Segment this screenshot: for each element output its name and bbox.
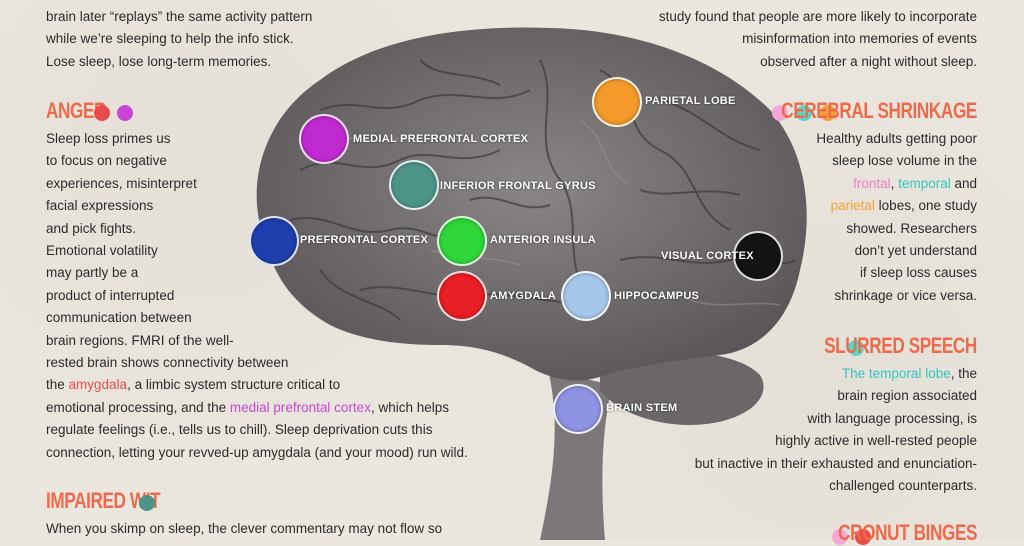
shrinkage-line-3: frontal, temporal and (816, 173, 977, 195)
amygdala-highlight: amygdala (68, 377, 128, 393)
cerebellum-shape (600, 352, 764, 425)
slurred-line-6: challenged counterparts. (829, 478, 977, 494)
shrinkage-dot-orange (820, 105, 836, 121)
anger-text: Sleep loss primes us to focus on negativ… (46, 128, 468, 464)
anger-line-8: product of interrupted (46, 287, 175, 303)
anger-line-11: rested brain shows connectivity between (46, 355, 289, 371)
anger-line-3: experiences, misinterpret (46, 175, 197, 191)
anger-l13-pre: emotional processing, and the (46, 399, 230, 415)
parietal-highlight: parietal (830, 198, 875, 214)
anger-line-10: brain regions. FMRI of the well- (46, 332, 234, 348)
temporal-highlight: temporal (898, 175, 951, 191)
anger-line-13: emotional processing, and the medial pre… (46, 397, 468, 419)
shrinkage-line-8: shrinkage or vice versa. (834, 287, 977, 303)
impaired-wit-line-1: When you skimp on sleep, the clever comm… (46, 521, 443, 536)
cerebral-shrinkage-heading: CEREBRAL SHRINKAGE (781, 98, 977, 123)
region-label-inferior-frontal: INFERIOR FRONTAL GYRUS (440, 180, 596, 192)
impaired-wit-text: When you skimp on sleep, the clever comm… (46, 518, 442, 540)
cronut-binges-heading: CRONUT BINGES (838, 520, 977, 545)
anger-line-6: Emotional volatility (46, 243, 158, 259)
slurred-line-5: but inactive in their exhausted and enun… (694, 455, 977, 471)
region-dot-parietal (592, 77, 642, 127)
anger-l13-post: , which helps (370, 399, 449, 415)
region-dot-amygdala (437, 271, 487, 321)
shrinkage-line-1: Healthy adults getting poor (816, 131, 977, 146)
region-dot-brain-stem (553, 384, 603, 434)
anger-line-2: to focus on negative (46, 153, 167, 169)
region-label-medial-prefrontal: MEDIAL PREFRONTAL CORTEX (353, 133, 529, 145)
misinformation-text: study found that people are more likely … (659, 6, 977, 73)
slurred-line-4: highly active in well-rested people (775, 433, 977, 449)
shrinkage-line-2: sleep lose volume in the (832, 153, 977, 169)
anger-line-4: facial expressions (46, 198, 154, 214)
slurred-l1-post: , the (950, 366, 977, 381)
anger-dot-purple (117, 105, 133, 121)
region-dot-visual-cortex (733, 231, 783, 281)
slurred-speech-heading: SLURRED SPEECH (824, 333, 977, 358)
slurred-line-3: with language processing, is (807, 410, 977, 426)
misinfo-line-2: misinformation into memories of events (742, 31, 977, 47)
cerebrum-shape (256, 27, 807, 381)
shrinkage-line-5: showed. Researchers (846, 220, 977, 236)
anger-l12-post: , a limbic system structure critical to (127, 377, 341, 393)
anger-line-5: and pick fights. (46, 220, 137, 236)
anger-line-9: communication between (46, 310, 192, 326)
shrinkage-text: Healthy adults getting poor sleep lose v… (816, 128, 977, 307)
shrinkage-dot-pink (772, 105, 788, 121)
anger-line-14: regulate feelings (i.e., tells us to chi… (46, 422, 433, 438)
region-dot-anterior-insula (437, 216, 487, 266)
shrinkage-l4-post: lobes, one study (874, 198, 977, 214)
region-label-brain-stem: BRAIN STEM (606, 402, 678, 414)
shrinkage-line-7: if sleep loss causes (859, 265, 977, 281)
slurred-line-1: The temporal lobe, the (695, 363, 977, 385)
shrinkage-dot-teal (796, 105, 812, 121)
region-label-parietal: PARIETAL LOBE (645, 95, 736, 107)
anger-line-15: connection, letting your revved-up amygd… (46, 444, 468, 460)
memory-line-1: brain later “replays” the same activity … (46, 9, 313, 24)
shrinkage-l3-post: and (950, 175, 977, 191)
anger-line-7: may partly be a (46, 265, 139, 281)
region-dot-inferior-frontal (389, 160, 439, 210)
region-label-amygdala: AMYGDALA (490, 290, 556, 302)
memory-line-3: Lose sleep, lose long-term memories. (46, 53, 272, 69)
region-label-visual-cortex: VISUAL CORTEX (661, 250, 754, 262)
region-dot-hippocampus (561, 271, 611, 321)
memory-text: brain later “replays” the same activity … (46, 6, 312, 73)
region-dot-prefrontal (249, 216, 299, 266)
slurred-speech-text: The temporal lobe, the brain region asso… (695, 363, 977, 497)
misinfo-line-1: study found that people are more likely … (658, 9, 977, 24)
impaired-wit-dot-teal (139, 495, 155, 511)
shrinkage-line-6: don’t yet understand (854, 243, 977, 259)
region-label-prefrontal: PREFRONTAL CORTEX (300, 234, 429, 246)
memory-line-2: while we’re sleeping to help the info st… (46, 31, 294, 47)
temporal-lobe-highlight: The temporal lobe (841, 366, 951, 381)
misinfo-line-3: observed after a night without sleep. (760, 53, 977, 69)
anger-l12-pre: the (46, 377, 69, 393)
anger-line-12: the amygdala, a limbic system structure … (46, 374, 468, 396)
shrinkage-line-4: parietal lobes, one study (816, 195, 977, 217)
anger-dot-red (94, 105, 110, 121)
frontal-highlight: frontal (853, 175, 891, 191)
region-label-hippocampus: HIPPOCAMPUS (614, 290, 700, 302)
medial-prefrontal-highlight: medial prefrontal cortex (229, 399, 371, 415)
slurred-line-2: brain region associated (837, 388, 977, 404)
region-label-anterior-insula: ANTERIOR INSULA (490, 234, 596, 246)
anger-line-1: Sleep loss primes us (46, 131, 171, 146)
shrinkage-l3-sep: , (890, 175, 899, 191)
slurred-speech-dot-teal (848, 340, 864, 356)
region-dot-medial-prefrontal (299, 114, 349, 164)
